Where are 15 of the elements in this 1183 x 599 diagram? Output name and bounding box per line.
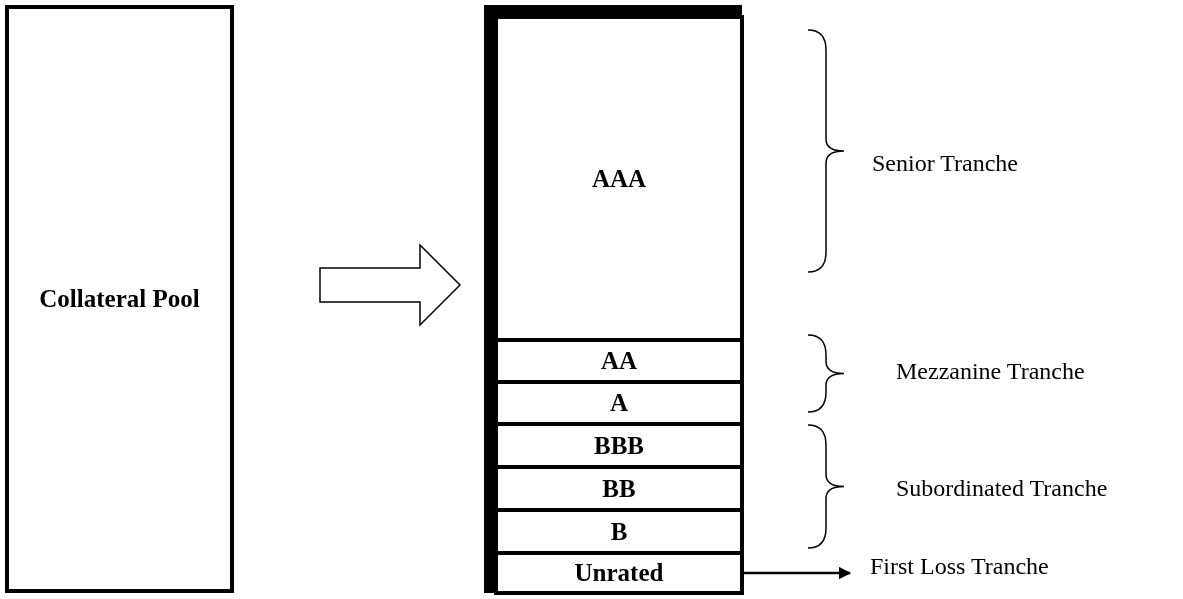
rating-text: AA [600, 347, 638, 375]
tranche-label: First Loss Tranche [870, 552, 1049, 580]
rating-text: Unrated [574, 559, 664, 587]
rating-text: A [609, 389, 629, 417]
block-arrow [319, 243, 462, 327]
pool-box [5, 5, 234, 593]
rating-text: BB [602, 474, 636, 503]
rating-text: BBB [594, 431, 644, 460]
arrow [744, 566, 852, 580]
rating-text: AAA [591, 164, 647, 193]
rating-text: B [610, 517, 628, 546]
tranche-label: Senior Tranche [872, 149, 1018, 177]
tranche-label: Subordinated Tranche [896, 474, 1108, 502]
tranche-label: Mezzanine Tranche [896, 357, 1085, 385]
rating-text: Collateral Pool [39, 285, 200, 313]
